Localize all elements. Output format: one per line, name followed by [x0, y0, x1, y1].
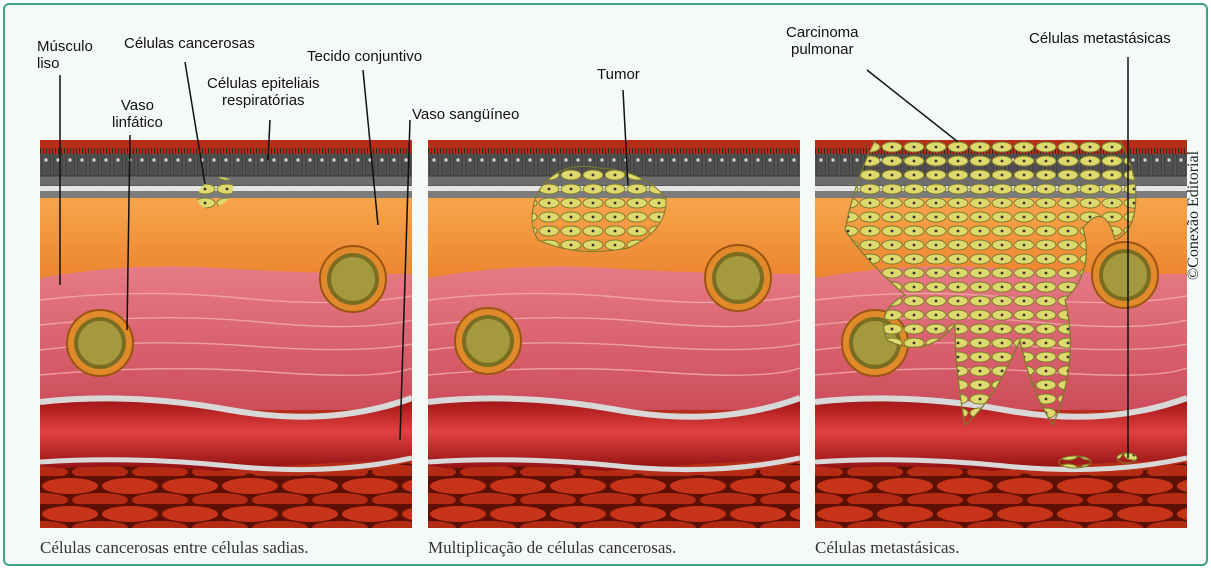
credit-text: ©Conexão Editorial: [1185, 151, 1203, 280]
label-lymph-vessel: Vaso linfático: [112, 97, 163, 131]
label-carcinoma: Carcinoma pulmonar: [786, 24, 859, 58]
label-smooth-muscle: Músculo liso: [37, 38, 93, 72]
label-blood-vessel: Vaso sangüíneo: [412, 106, 519, 123]
caption-panel-3: Células metastásicas.: [815, 538, 959, 558]
metastatic-cells: [1059, 456, 1091, 468]
blood-vessel-cross-section: [320, 246, 386, 312]
label-metastatic-cells: Células metastásicas: [1029, 30, 1171, 47]
label-tumor: Tumor: [597, 66, 640, 83]
label-cancer-cells: Células cancerosas: [124, 35, 255, 52]
label-connective-tissue: Tecido conjuntivo: [307, 48, 422, 65]
caption-panel-2: Multiplicação de células cancerosas.: [428, 538, 676, 558]
label-epithelial-cells: Células epiteliais respiratórias: [207, 75, 320, 109]
caption-panel-1: Células cancerosas entre células sadias.: [40, 538, 309, 558]
panel-healthy-tissue: [40, 140, 412, 528]
panel-metastasis: [815, 140, 1187, 528]
panel-tumor: [428, 140, 800, 528]
lymph-vessel-cross-section: [67, 310, 133, 376]
